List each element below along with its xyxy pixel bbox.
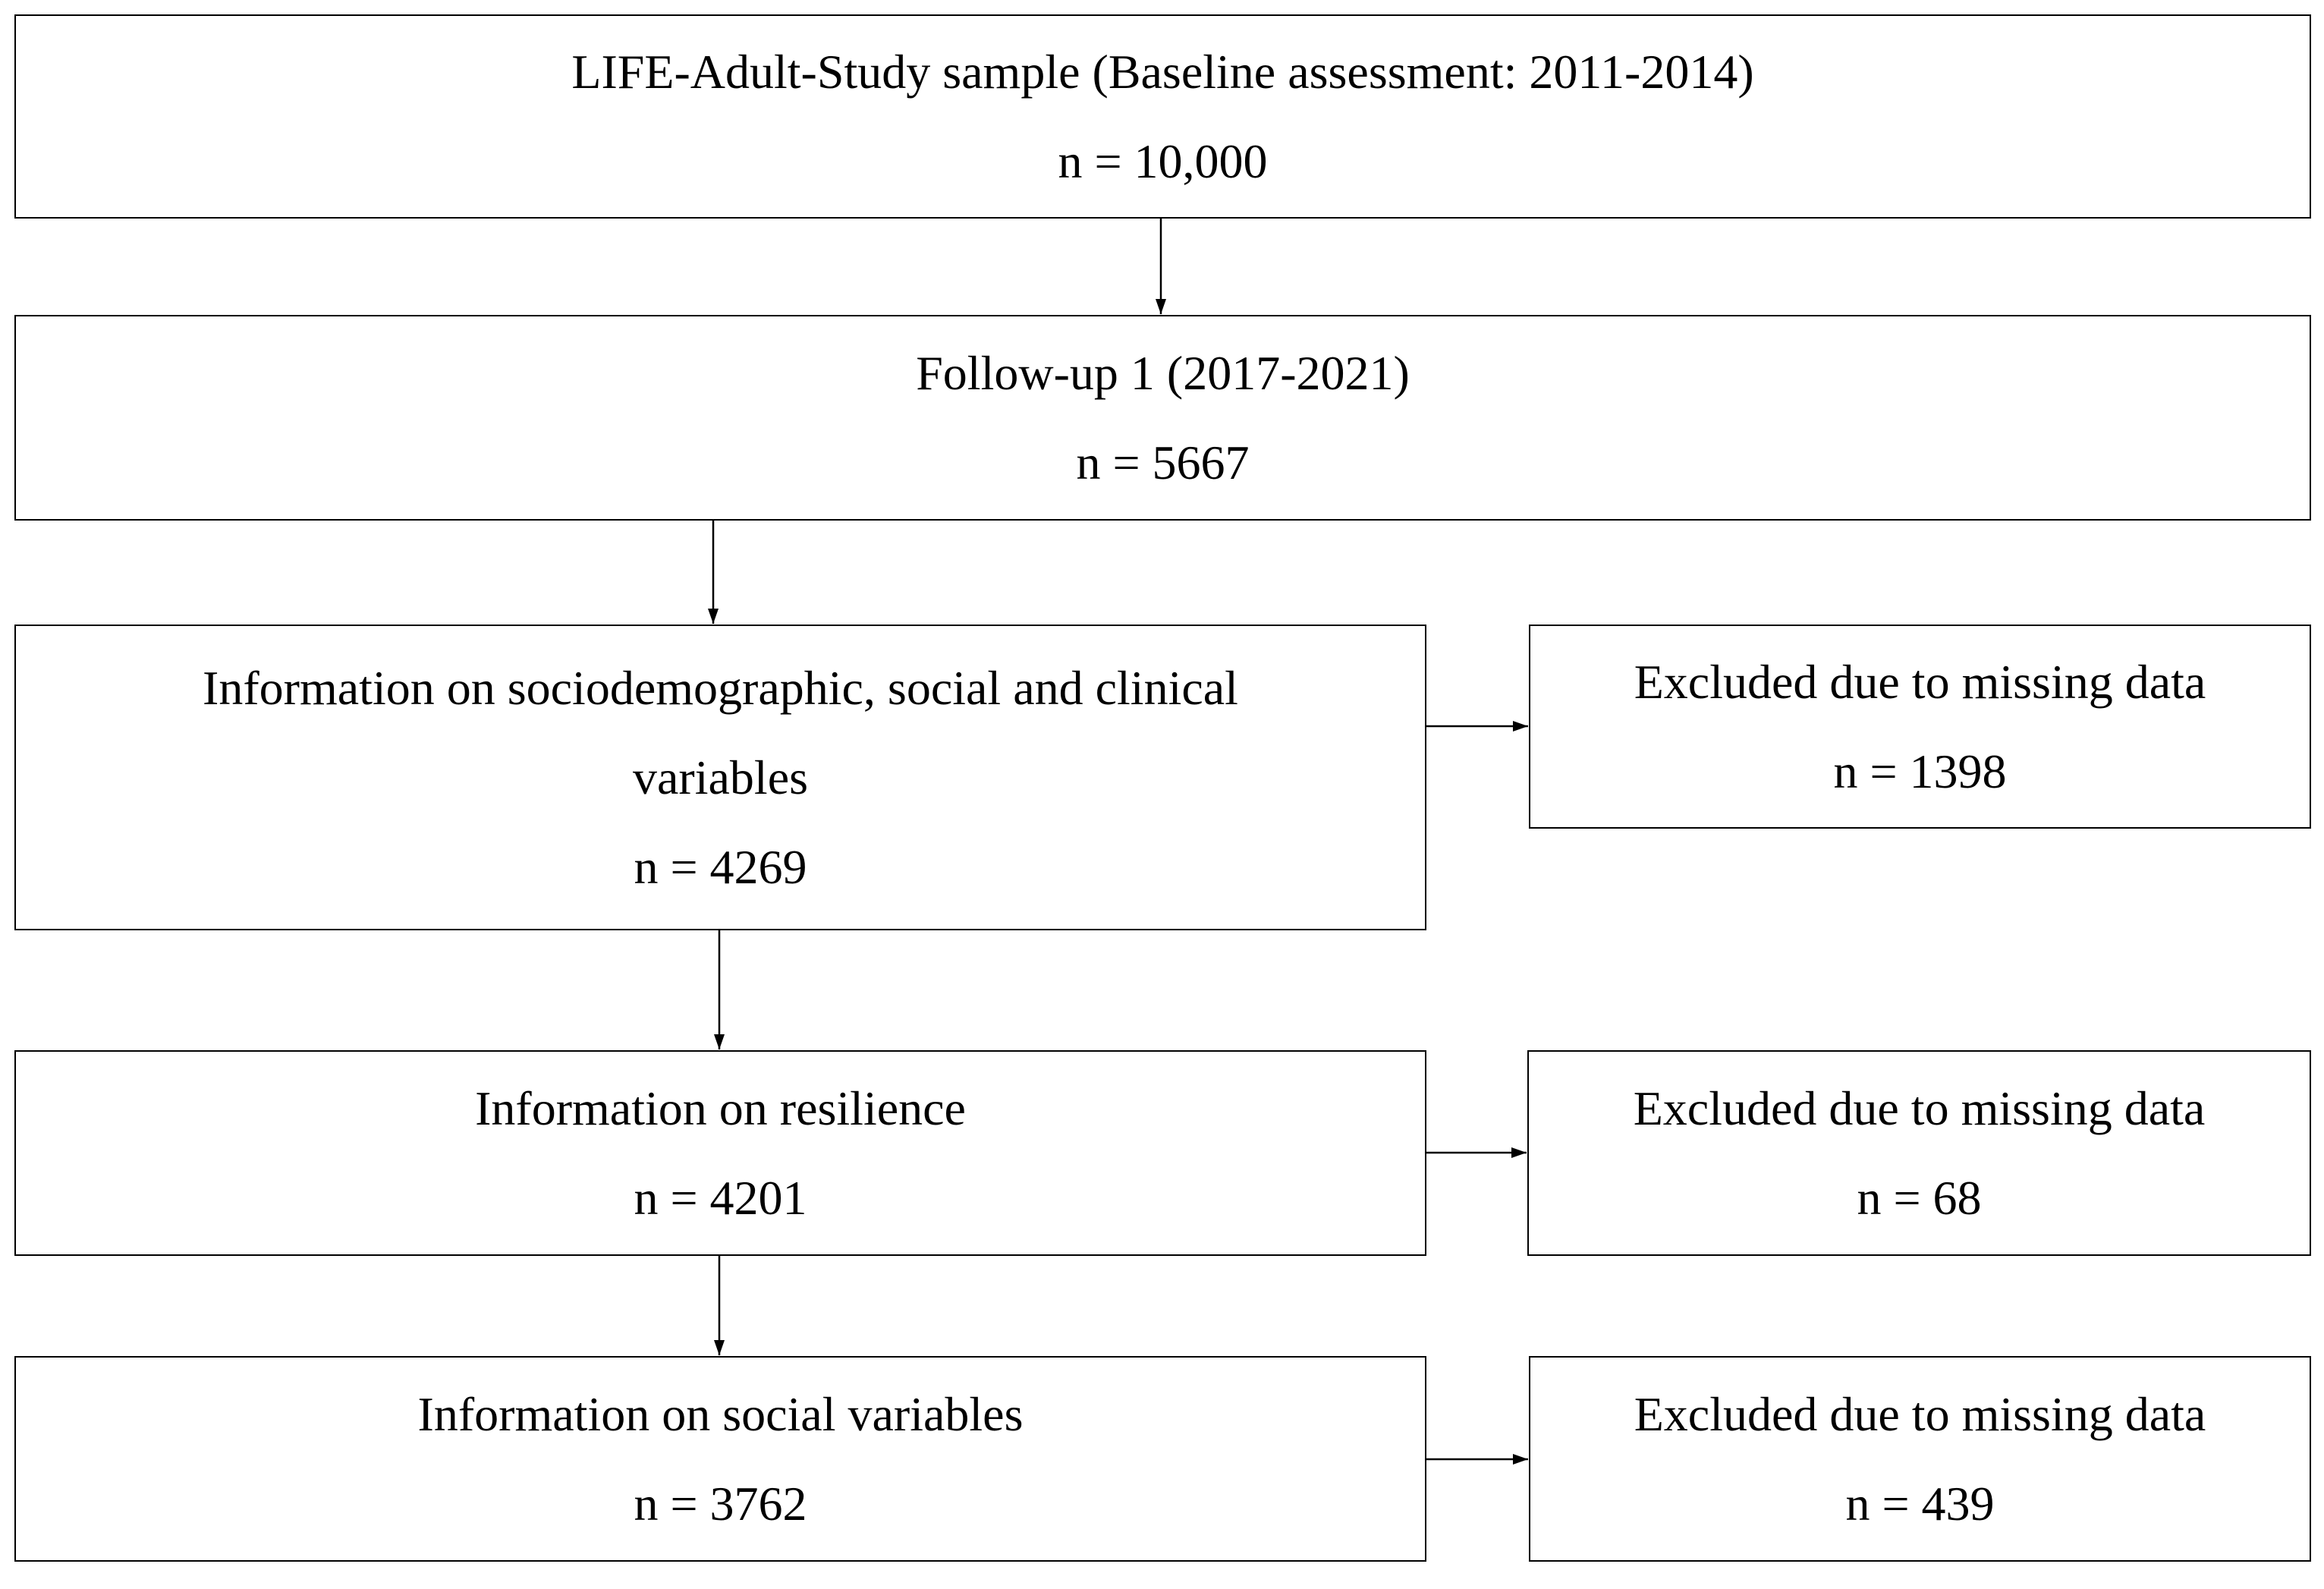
box-resilience-title: Information on resilience [475,1081,966,1135]
box-excluded-3-count: n = 439 [1845,1476,1995,1531]
box-sociodemographic-title-line1: Information on sociodemographic, social … [203,660,1238,715]
box-follow-up-title: Follow-up 1 (2017-2021) [916,345,1410,400]
box-social-variables-count: n = 3762 [634,1476,807,1531]
box-resilience-count: n = 4201 [634,1170,807,1225]
box-sociodemographic-count: n = 4269 [634,839,807,894]
box-baseline-sample: LIFE-Adult-Study sample (Baseline assess… [14,14,2311,219]
box-excluded-2-title: Excluded due to missing data [1633,1081,2206,1135]
box-excluded-1-count: n = 1398 [1833,744,2007,798]
box-excluded-3: Excluded due to missing data n = 439 [1529,1356,2311,1562]
box-excluded-1-title: Excluded due to missing data [1634,654,2206,709]
box-social-variables: Information on social variables n = 3762 [14,1356,1426,1562]
box-follow-up-count: n = 5667 [1076,435,1250,489]
box-excluded-2-count: n = 68 [1857,1170,1982,1225]
box-excluded-2: Excluded due to missing data n = 68 [1527,1050,2311,1256]
box-sociodemographic: Information on sociodemographic, social … [14,625,1426,930]
box-baseline-count: n = 10,000 [1058,134,1268,188]
box-excluded-3-title: Excluded due to missing data [1634,1386,2206,1441]
box-excluded-1: Excluded due to missing data n = 1398 [1529,625,2311,829]
box-follow-up: Follow-up 1 (2017-2021) n = 5667 [14,315,2311,521]
box-sociodemographic-title-line2: variables [633,750,808,804]
box-resilience: Information on resilience n = 4201 [14,1050,1426,1256]
box-baseline-title: LIFE-Adult-Study sample (Baseline assess… [571,44,1754,99]
box-social-variables-title: Information on social variables [417,1386,1024,1441]
